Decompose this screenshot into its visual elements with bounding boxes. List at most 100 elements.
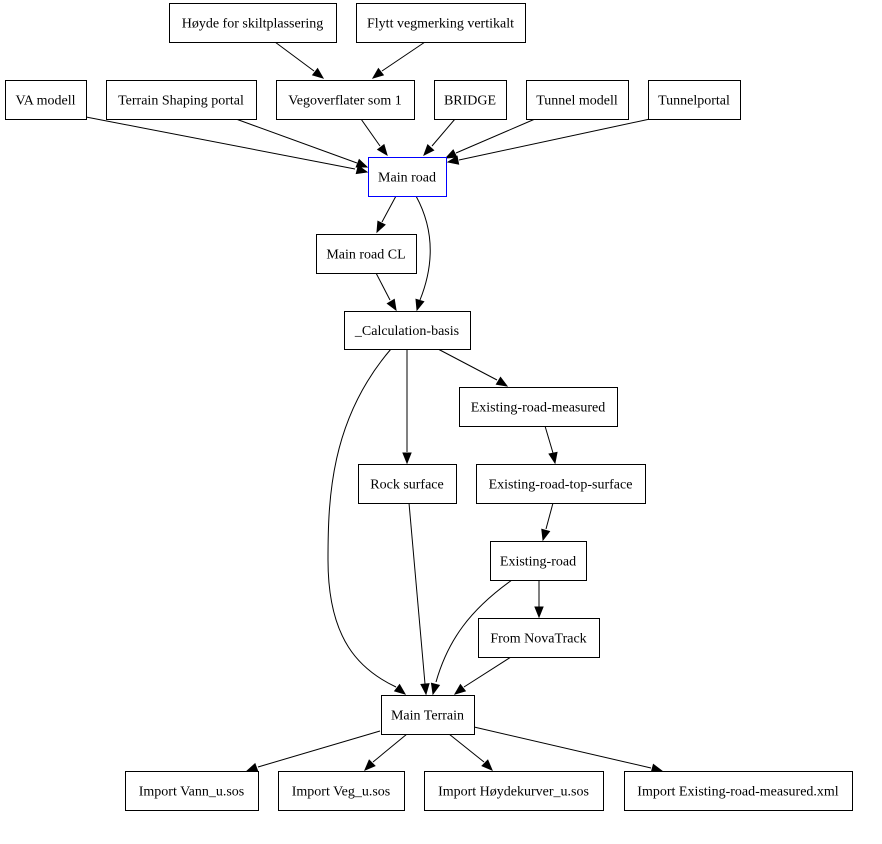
node-label: Import Existing-road-measured.xml xyxy=(637,785,839,800)
edge-main_terrain-to-import_existing xyxy=(473,726,664,773)
node-label: Tunnelportal xyxy=(658,94,730,109)
node-box xyxy=(316,234,417,274)
node-box xyxy=(459,387,618,427)
node-terrain-portal: Terrain Shaping portal xyxy=(106,80,257,120)
node-box xyxy=(490,541,587,581)
edge-va-to-main_road xyxy=(85,116,369,175)
node-label: Existing-road-measured xyxy=(471,401,606,416)
node-flytt: Flytt vegmerking vertikalt xyxy=(356,3,526,43)
node-bridge: BRIDGE xyxy=(434,80,507,120)
node-vegoverflater: Vegoverflater som 1 xyxy=(276,80,415,120)
node-label: Import Veg_u.sos xyxy=(292,785,391,800)
edge-vegoverflater-to-main_road xyxy=(360,118,388,157)
edge-main_road-to-main_road_cl xyxy=(376,195,397,234)
node-label: _Calculation-basis xyxy=(354,324,459,339)
node-main-road: Main road xyxy=(368,157,447,197)
edge-flytt-to-vegoverflater xyxy=(371,41,426,79)
arrowhead xyxy=(430,682,441,696)
node-box xyxy=(368,157,447,197)
node-rock-surface: Rock surface xyxy=(358,464,457,504)
node-label: Import Vann_u.sos xyxy=(139,785,245,800)
node-label: Rock surface xyxy=(370,478,443,493)
edge-line xyxy=(381,195,397,223)
edge-novatrack-to-main_terrain xyxy=(453,656,512,695)
arrowhead xyxy=(415,298,425,312)
node-box xyxy=(434,80,507,120)
node-box xyxy=(624,771,853,811)
arrowhead xyxy=(541,528,551,542)
edge-line xyxy=(448,733,485,763)
node-box xyxy=(358,464,457,504)
edges-layer xyxy=(85,41,664,773)
node-box xyxy=(526,80,629,120)
arrowhead xyxy=(386,298,397,312)
edge-line xyxy=(257,730,381,768)
edge-line xyxy=(235,118,358,164)
nodes-layer: Høyde for skiltplassering Flytt vegmerkin… xyxy=(5,3,853,811)
edge-existing_road-to-main_terrain xyxy=(430,579,513,696)
edge-rock_surface-to-main_terrain xyxy=(408,502,430,696)
node-import-vann: Import Vann_u.sos xyxy=(125,771,259,811)
node-existing-top: Existing-road-top-surface xyxy=(476,464,646,504)
node-novatrack: From NovaTrack xyxy=(478,618,600,658)
node-box xyxy=(5,80,87,120)
node-label: Tunnel modell xyxy=(536,94,618,109)
node-box xyxy=(106,80,257,120)
edge-line xyxy=(545,502,554,530)
edge-line xyxy=(408,502,426,685)
node-label: Existing-road xyxy=(500,555,576,570)
node-import-veg: Import Veg_u.sos xyxy=(278,771,405,811)
node-existing-measured: Existing-road-measured xyxy=(459,387,618,427)
node-box xyxy=(648,80,741,120)
edge-line xyxy=(372,733,408,763)
edge-existing_measured-to-existing_top xyxy=(544,425,558,465)
edge-line xyxy=(431,118,456,147)
arrowhead xyxy=(402,452,412,465)
edge-line xyxy=(544,425,554,454)
edge-existing_road-to-novatrack xyxy=(534,580,544,619)
edge-line xyxy=(85,116,356,170)
edge-existing_top-to-existing_road xyxy=(541,502,554,542)
edge-line xyxy=(437,348,498,381)
arrowhead xyxy=(376,143,388,157)
node-box xyxy=(278,771,405,811)
arrowhead xyxy=(444,149,458,159)
node-label: Main Terrain xyxy=(391,709,464,724)
node-label: BRIDGE xyxy=(444,94,496,109)
node-box xyxy=(476,464,646,504)
node-va: VA modell xyxy=(5,80,87,120)
arrowhead xyxy=(376,220,386,234)
node-label: Main road xyxy=(378,171,436,186)
edge-bridge-to-main_road xyxy=(423,118,456,157)
arrowhead xyxy=(481,759,493,771)
edge-line xyxy=(463,656,512,688)
edge-line xyxy=(381,41,426,72)
node-box xyxy=(356,3,526,43)
edge-line xyxy=(458,118,651,161)
edge-line xyxy=(435,579,513,683)
edge-main_terrain-to-import_veg xyxy=(364,733,408,771)
node-main-road-cl: Main road CL xyxy=(316,234,417,274)
edge-line xyxy=(375,272,391,301)
edge-tunnelportal-to-main_road xyxy=(446,118,651,165)
arrowhead xyxy=(364,759,376,771)
edge-line xyxy=(274,41,315,72)
node-label: Høyde for skiltplassering xyxy=(182,17,324,32)
edge-main_terrain-to-import_vann xyxy=(245,730,381,772)
arrowhead xyxy=(534,606,544,619)
node-label: Flytt vegmerking vertikalt xyxy=(367,17,514,32)
node-box xyxy=(424,771,604,811)
node-box xyxy=(381,695,475,735)
edge-calc_basis-to-main_terrain xyxy=(327,348,407,695)
edge-main_road-to-calc_basis xyxy=(415,195,431,312)
node-import-existing: Import Existing-road-measured.xml xyxy=(624,771,853,811)
node-box xyxy=(478,618,600,658)
edge-line xyxy=(473,726,652,769)
node-box xyxy=(125,771,259,811)
edge-calc_basis-to-existing_measured xyxy=(437,348,509,387)
node-hoyde: Høyde for skiltplassering xyxy=(169,3,337,43)
node-existing-road: Existing-road xyxy=(490,541,587,581)
edge-main_road_cl-to-calc_basis xyxy=(375,272,397,312)
node-label: Existing-road-top-surface xyxy=(489,478,633,493)
arrowhead xyxy=(245,762,259,772)
